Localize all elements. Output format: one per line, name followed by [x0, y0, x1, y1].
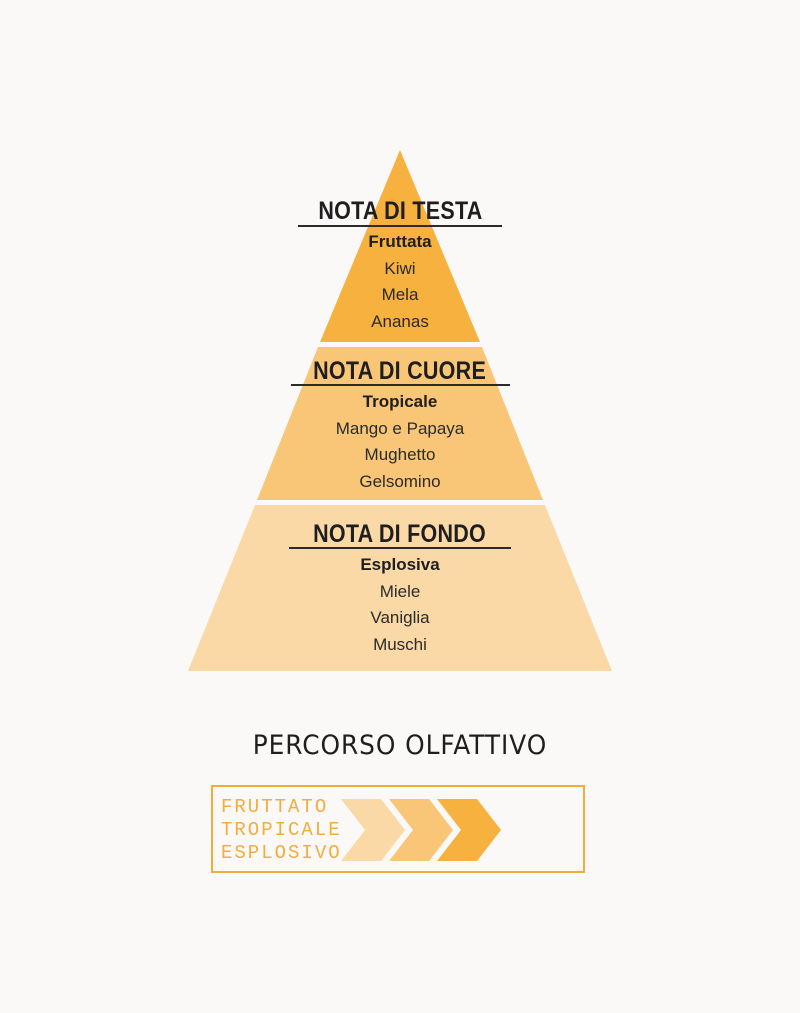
- chevron-medium-icon: [389, 799, 453, 861]
- tier-bottom-notes: Esplosiva Miele Vaniglia Muschi: [0, 552, 800, 658]
- note-item: Muschi: [373, 634, 427, 654]
- tier-middle-heading: NOTA DI CUORE: [0, 357, 800, 385]
- tier-middle-category: Tropicale: [362, 392, 438, 411]
- tier-top-category: Fruttata: [368, 232, 432, 251]
- note-item: Kiwi: [384, 258, 416, 278]
- chevron-strong-icon: [437, 799, 501, 861]
- journey-chevrons: [341, 799, 501, 861]
- pyramid-tier-bottom: [188, 505, 612, 671]
- note-item: Vaniglia: [370, 608, 430, 627]
- note-item: Mango e Papaya: [335, 418, 465, 438]
- journey-words: FRUTTATO TROPICALE ESPLOSIVO: [221, 796, 342, 865]
- journey-title: PERCORSO OLFATTIVO: [252, 730, 548, 761]
- note-item: Gelsomino: [359, 471, 441, 491]
- journey-box: FRUTTATO TROPICALE ESPLOSIVO: [211, 785, 585, 873]
- tier-bottom-heading: NOTA DI FONDO: [0, 520, 800, 548]
- tier-middle-notes: Tropicale Mango e Papaya Mughetto Gelsom…: [0, 389, 800, 495]
- journey-word-3: ESPLOSIVO: [221, 842, 342, 864]
- note-item: Mughetto: [364, 445, 436, 464]
- tier-middle-rule: [291, 384, 510, 386]
- tier-bottom-title: NOTA DI FONDO: [313, 520, 487, 548]
- tier-top-notes: Fruttata Kiwi Mela Ananas: [0, 229, 800, 335]
- tier-bottom-category: Esplosiva: [360, 555, 440, 574]
- chevron-light-icon: [341, 799, 405, 861]
- journey-word-1: FRUTTATO: [221, 796, 329, 818]
- note-item: Miele: [379, 581, 421, 601]
- tier-top-title: NOTA DI TESTA: [317, 197, 483, 225]
- journey-word-2: TROPICALE: [221, 819, 342, 841]
- note-item: Mela: [381, 285, 419, 304]
- tier-middle-title: NOTA DI CUORE: [313, 357, 487, 385]
- tier-bottom-rule: [289, 547, 511, 549]
- tier-top-rule: [298, 225, 502, 227]
- note-item: Ananas: [371, 311, 429, 331]
- pyramid-tier-top: [320, 150, 480, 342]
- tier-top-heading: NOTA DI TESTA: [0, 197, 800, 225]
